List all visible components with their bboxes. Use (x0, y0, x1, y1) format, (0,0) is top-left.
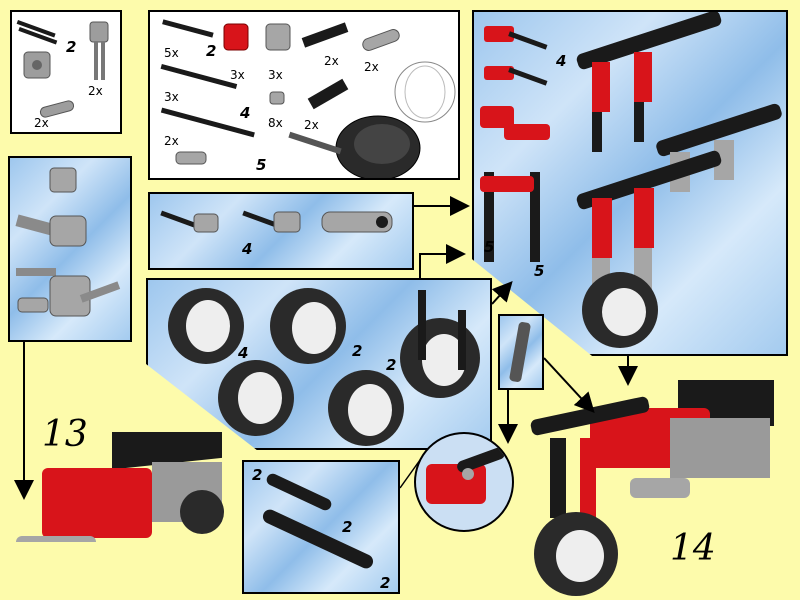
qty-label: 2 (342, 518, 353, 536)
arrow (543, 357, 595, 413)
white-rim-part (394, 61, 456, 123)
length-label: 5 (256, 156, 267, 174)
grey-axle-part (288, 131, 342, 155)
qty-label: 5x (164, 46, 179, 60)
arrow (419, 244, 466, 278)
qty-label: 2 (380, 574, 391, 592)
grey-lever-part (362, 29, 400, 51)
length-label: 4 (242, 240, 253, 258)
step-number: 13 (42, 414, 88, 455)
grey-pin-part (89, 21, 109, 43)
qty-label: 8x (268, 116, 283, 130)
wheel-with-axles (400, 290, 480, 398)
qty-label: 2 (352, 342, 363, 360)
bush-part (175, 151, 207, 165)
step13-model (16, 432, 224, 542)
parts-small-illustration (16, 20, 109, 118)
qty-label: 2x (304, 118, 319, 132)
parts-box-main: 5x 2 3x 3x 2x 2x 3x 4 8x 2x 2x 5 (148, 10, 460, 180)
qty-label: 2x (364, 60, 379, 74)
step-number: 14 (670, 528, 716, 569)
subassembly-arms: 2 2 2 (242, 460, 400, 594)
subassembly-shock (498, 314, 544, 390)
black-connector-part (301, 22, 349, 48)
black-peg-part (307, 78, 349, 110)
qty-label: 3x (230, 68, 245, 82)
wheels-illustration (168, 288, 480, 446)
qty-label: 2x (324, 54, 339, 68)
wheel (328, 370, 404, 446)
qty-label: 2x (34, 116, 49, 130)
step14-model (530, 380, 774, 596)
axle-part (16, 20, 56, 38)
red-connector-part (223, 23, 249, 51)
qty-label: 4 (238, 344, 249, 362)
qty-label: 2 (386, 356, 397, 374)
left-assembly-illustration (15, 167, 121, 317)
subassembly-forks: 4 5 5 (472, 10, 788, 356)
length-label: 2 (206, 42, 217, 60)
grey-connector-part (265, 23, 291, 51)
arms-illustration (262, 473, 374, 569)
wheel (168, 288, 244, 364)
detail-zoom-circle (414, 432, 514, 532)
qty-label: 5 (534, 262, 545, 280)
qty-label: 3x (164, 90, 179, 104)
arrow (491, 281, 513, 305)
length-label: 4 (240, 104, 251, 122)
qty-label: 4 (556, 52, 567, 70)
grey-lever-part (39, 100, 75, 118)
shock-part-illustration (509, 322, 531, 382)
parts-box-small: 2 2x 2x (10, 10, 122, 134)
subassembly-left (8, 156, 132, 342)
axle-part (18, 27, 58, 45)
zoom-leader-line (399, 459, 421, 489)
axle-part (160, 107, 255, 138)
qty-label: 2 (66, 38, 77, 56)
qty-label: 3x (268, 68, 283, 82)
parts-main-illustration (160, 19, 456, 178)
wheel (218, 360, 294, 436)
connector-assembly-illustration (160, 210, 393, 233)
qty-label: 5 (484, 238, 495, 256)
bush-part (269, 91, 285, 105)
qty-label: 2 (252, 466, 263, 484)
axle-part (160, 63, 238, 89)
subassembly-connectors: 4 (148, 192, 414, 270)
qty-label: 2x (164, 134, 179, 148)
qty-label: 2x (88, 84, 103, 98)
wheel (270, 288, 346, 364)
axle-part (162, 19, 214, 38)
forks-illustration (480, 12, 782, 348)
